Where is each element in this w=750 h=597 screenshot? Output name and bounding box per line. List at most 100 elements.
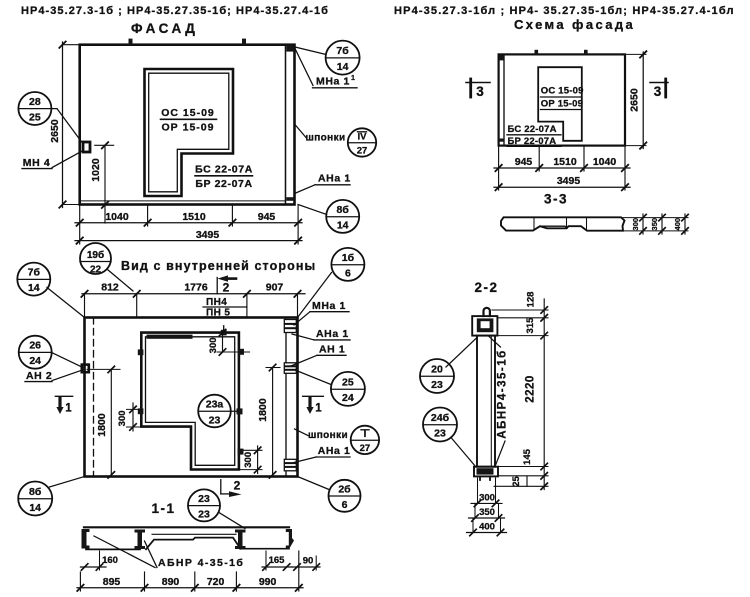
svg-text:МНа 1: МНа 1 (316, 76, 350, 88)
svg-text:8б: 8б (337, 204, 350, 216)
svg-text:1: 1 (315, 403, 322, 415)
svg-text:14: 14 (337, 220, 349, 232)
svg-text:АНа 1: АНа 1 (316, 328, 349, 340)
svg-text:24: 24 (29, 355, 41, 367)
svg-text:1510: 1510 (553, 156, 577, 168)
svg-text:27: 27 (357, 146, 368, 157)
svg-text:23: 23 (209, 415, 221, 427)
svg-text:300: 300 (631, 218, 640, 231)
svg-text:АНа 1: АНа 1 (318, 173, 351, 185)
svg-text:300: 300 (479, 493, 495, 504)
svg-text:990: 990 (259, 576, 277, 588)
svg-text:90: 90 (303, 556, 314, 567)
svg-text:165: 165 (269, 555, 286, 566)
svg-text:128: 128 (526, 292, 537, 308)
svg-text:1б: 1б (342, 252, 355, 264)
svg-text:22: 22 (90, 265, 102, 276)
svg-text:23: 23 (431, 379, 443, 391)
svg-text:24б: 24б (431, 412, 450, 424)
svg-text:720: 720 (207, 576, 225, 588)
svg-text:1: 1 (351, 75, 355, 82)
svg-text:895: 895 (103, 576, 121, 588)
svg-text:23: 23 (198, 509, 210, 521)
svg-text:БР 22-07А: БР 22-07А (508, 136, 557, 147)
svg-text:350: 350 (479, 507, 495, 518)
svg-text:300: 300 (208, 337, 219, 353)
svg-text:400: 400 (673, 218, 682, 231)
svg-text:I: I (364, 429, 367, 440)
svg-text:2б: 2б (338, 484, 351, 496)
svg-text:300: 300 (117, 410, 128, 426)
svg-text:19б: 19б (87, 249, 104, 261)
svg-text:3: 3 (654, 84, 662, 99)
svg-text:8б: 8б (29, 486, 42, 498)
svg-text:2-2: 2-2 (474, 280, 498, 295)
svg-text:3: 3 (476, 84, 484, 99)
svg-text:23: 23 (434, 428, 446, 440)
svg-text:6: 6 (345, 268, 351, 280)
svg-text:14: 14 (337, 61, 349, 73)
svg-text:890: 890 (162, 576, 180, 588)
svg-text:160: 160 (102, 555, 118, 566)
svg-text:АБНР4-35-1б: АБНР4-35-1б (497, 349, 509, 438)
svg-text:2220: 2220 (525, 375, 537, 403)
svg-text:28: 28 (29, 96, 41, 108)
svg-text:7б: 7б (28, 267, 41, 279)
svg-text:14: 14 (29, 502, 41, 514)
svg-text:3495: 3495 (557, 175, 581, 187)
svg-text:1020: 1020 (90, 158, 102, 182)
svg-text:3-3: 3-3 (544, 192, 568, 207)
svg-text:24: 24 (342, 392, 354, 404)
svg-text:300: 300 (243, 452, 254, 468)
svg-text:23а: 23а (206, 399, 224, 411)
svg-text:АБНР 4-35-1б: АБНР 4-35-1б (158, 557, 244, 569)
svg-text:2650: 2650 (49, 119, 61, 143)
svg-text:1800: 1800 (257, 398, 269, 422)
svg-text:ПН 5: ПН 5 (206, 308, 230, 319)
svg-text:ОС 15-09: ОС 15-09 (161, 107, 215, 119)
svg-text:БС 22-07А: БС 22-07А (508, 124, 557, 135)
svg-text:1510: 1510 (182, 211, 206, 223)
svg-text:26: 26 (29, 340, 41, 352)
svg-text:Вид с внутренней стороны: Вид с внутренней стороны (121, 259, 316, 273)
svg-text:МН 4: МН 4 (23, 157, 51, 169)
svg-text:14: 14 (28, 282, 40, 294)
svg-text:МНа 1: МНа 1 (312, 300, 346, 312)
svg-text:1-1: 1-1 (151, 501, 175, 516)
svg-text:812: 812 (101, 282, 119, 294)
svg-text:1776: 1776 (184, 282, 208, 294)
svg-text:350: 350 (650, 218, 659, 231)
svg-text:БС 22-07А: БС 22-07А (195, 163, 253, 175)
svg-text:1040: 1040 (593, 156, 617, 168)
svg-text:145: 145 (522, 448, 533, 465)
svg-text:25: 25 (29, 112, 41, 124)
svg-text:20: 20 (431, 364, 443, 376)
svg-text:315: 315 (525, 317, 536, 334)
svg-text:АН 1: АН 1 (319, 343, 345, 355)
svg-text:ПН4: ПН4 (206, 297, 227, 308)
svg-text:ОР 15-09: ОР 15-09 (162, 122, 215, 134)
svg-text:Схема фасада: Схема фасада (514, 17, 635, 32)
svg-text:БР 22-07А: БР 22-07А (195, 178, 252, 190)
svg-text:23: 23 (198, 493, 210, 505)
svg-text:шпонки: шпонки (308, 430, 348, 441)
svg-text:IV: IV (358, 132, 368, 143)
svg-text:ФАСАД: ФАСАД (131, 21, 198, 36)
svg-text:400: 400 (479, 522, 495, 533)
svg-text:1040: 1040 (105, 211, 129, 223)
svg-text:АН 2: АН 2 (26, 370, 52, 382)
svg-text:2: 2 (223, 281, 230, 295)
svg-text:3495: 3495 (196, 229, 220, 241)
svg-text:ОР 15-09: ОР 15-09 (541, 99, 583, 110)
svg-text:945: 945 (515, 156, 533, 168)
svg-text:ОС 15-09: ОС 15-09 (541, 86, 584, 97)
svg-text:1: 1 (65, 403, 72, 415)
svg-text:6: 6 (342, 499, 348, 511)
svg-text:907: 907 (266, 282, 284, 294)
svg-text:2: 2 (234, 479, 241, 493)
svg-text:27: 27 (360, 443, 371, 454)
svg-text:1800: 1800 (96, 413, 108, 437)
svg-text:НР4-35.27.3-1б ; НР4-35.27.35: НР4-35.27.3-1б ; НР4-35.27.35-1б; НР4-35… (21, 5, 329, 17)
svg-text:25: 25 (342, 377, 354, 389)
svg-text:25: 25 (511, 476, 522, 487)
